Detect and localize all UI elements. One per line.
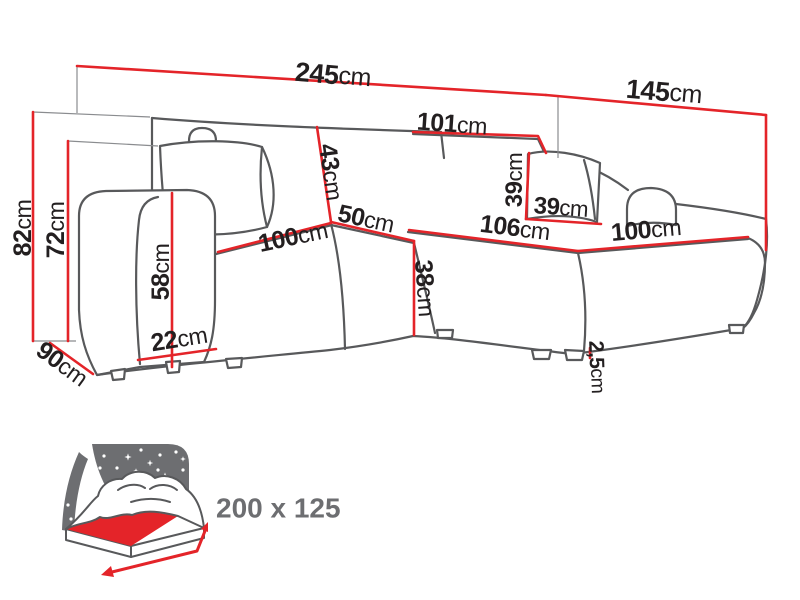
- sofa-wing-edge-right: [674, 202, 768, 221]
- sofa-chaise-edge: [406, 230, 580, 255]
- star-dot: [181, 468, 185, 472]
- sofa-pillow-crease: [582, 158, 597, 221]
- sofa-corner-seat-edge: [329, 223, 416, 245]
- sofa-left-seat-edge: [214, 223, 334, 256]
- bed-mattress-top: [66, 507, 178, 546]
- dim-line-pillow-height: [524, 151, 531, 221]
- sofa-leg: [563, 348, 586, 362]
- extension-line: [32, 111, 151, 118]
- dimension-label-armrest-width: 22cm: [149, 321, 209, 358]
- sofa-leg: [435, 328, 455, 340]
- sofa-front-seam-c: [576, 251, 587, 353]
- dimension-label-back-cushion-height: 72cm: [42, 202, 70, 259]
- dimension-label-total-depth: 145cm: [625, 74, 703, 111]
- sofa-front-seam-b: [412, 241, 437, 335]
- dimension-label-seat-depth: 50cm: [335, 199, 396, 238]
- measure-arrowhead-right: [201, 522, 208, 532]
- sleeping-function-icon: [62, 444, 208, 577]
- dimension-label-chaise-length: 106cm: [478, 210, 551, 246]
- sofa-outline: [77, 116, 769, 382]
- dim-line-total-depth: [544, 93, 768, 117]
- dim-line-pillow-width: [524, 217, 603, 226]
- sofa-pillow: [525, 150, 602, 224]
- star-dot: [139, 448, 143, 452]
- sofa-bottom-edge-right: [570, 326, 745, 356]
- star-dot: [174, 450, 178, 454]
- sofa-leg: [109, 367, 127, 382]
- dimension-lines: [31, 64, 768, 376]
- dimension-label-total-height: 82cm: [9, 200, 37, 257]
- dimension-label-total-width: 245cm: [294, 57, 372, 94]
- star-dot: [69, 517, 73, 521]
- sofa-bottom-edge-chaise: [411, 334, 574, 356]
- dimension-label-pillow-height: 39cm: [501, 153, 528, 207]
- sofa-leg: [224, 356, 244, 370]
- star-dot: [156, 468, 160, 472]
- measure-arrowhead-left: [101, 566, 114, 577]
- dim-line-total-width: [75, 64, 548, 97]
- sofa-bolster-armrest: [625, 186, 678, 228]
- dim-line-left-seat: [216, 221, 333, 254]
- bed-blanket-fold: [130, 498, 171, 503]
- dimension-label-pillow-width: 39cm: [533, 192, 589, 223]
- sofa-right-front-corner: [741, 236, 767, 330]
- dim-line-right-seat: [576, 235, 750, 253]
- sofa-back-top-edge: [150, 116, 443, 134]
- star-dot: [66, 503, 70, 507]
- dim-line-backrest-height: [315, 125, 333, 224]
- sofa-bottom-edge-left: [95, 334, 415, 377]
- extension-line: [67, 140, 159, 147]
- dim-line-chaise-length: [407, 228, 580, 253]
- sofa-legs: [109, 323, 746, 382]
- bed-pillow-seam: [117, 483, 146, 491]
- star-dot: [115, 466, 119, 470]
- sofa-back-step: [439, 130, 446, 160]
- measure-arrow-line: [110, 529, 207, 574]
- star-dot: [98, 466, 102, 470]
- dimension-label-right-seat: 100cm: [610, 213, 682, 247]
- dimension-label-back-section: 101cm: [416, 108, 488, 141]
- sofa-right-seat-edge: [576, 237, 750, 255]
- bed-pillow-seam: [149, 484, 178, 491]
- sleeping-area-size-label: 200 x 125: [216, 493, 341, 524]
- dimension-labels: 245cm 145cm 101cm 43cm 39cm 39cm 50cm 10…: [9, 57, 703, 394]
- star-dot: [158, 453, 162, 457]
- sofa-front-seam-a: [329, 222, 347, 351]
- extension-lines: [32, 66, 559, 342]
- dimension-label-armrest-height: 58cm: [147, 244, 175, 301]
- dimension-label-left-seat: 100cm: [256, 216, 331, 258]
- sofa-armrest-front-seam: [135, 195, 160, 366]
- sofa-leg: [530, 348, 553, 361]
- dim-line-armrest-width: [136, 347, 218, 362]
- sofa-back-cushion-roll: [260, 145, 275, 229]
- sofa-leg: [727, 323, 746, 335]
- star-dot: [102, 454, 106, 458]
- sofa-left-armrest: [77, 188, 217, 377]
- dim-line-side-depth: [48, 341, 95, 376]
- starry-sky-sliver: [62, 452, 88, 532]
- dim-line-back-section: [411, 130, 548, 155]
- dim-line-seat-depth: [329, 220, 416, 243]
- dimension-label-backrest-height: 43cm: [313, 142, 349, 202]
- dimension-label-leg-height: 2,5cm: [585, 340, 610, 393]
- dimension-label-seat-height: 38cm: [409, 259, 441, 318]
